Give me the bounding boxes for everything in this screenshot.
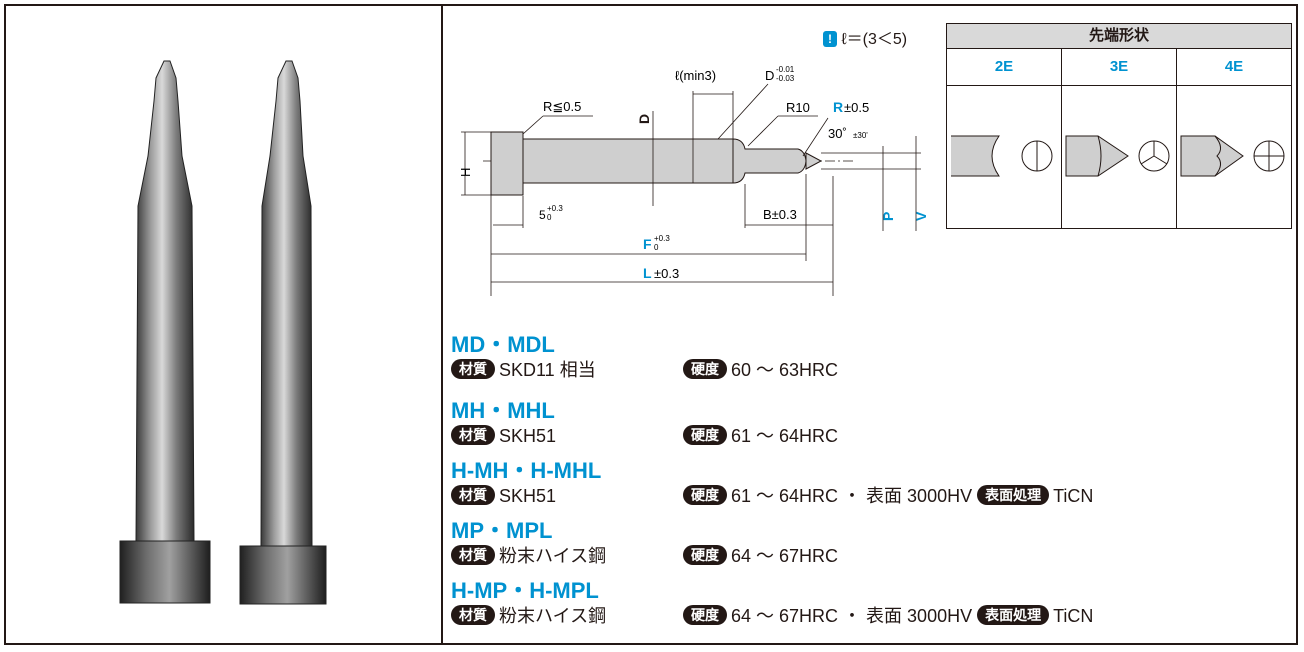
label-r: R <box>833 99 843 115</box>
material-value: SKD11 相当 <box>499 360 596 380</box>
label-r10: R10 <box>786 100 810 115</box>
label-angle-tol: ±30' <box>853 131 868 140</box>
tip-shape-3e <box>1062 86 1177 229</box>
label-v: V <box>913 211 929 221</box>
tip-col-3e: 3E <box>1062 49 1177 85</box>
length-note: ! ℓ＝(3＜5) <box>823 25 907 49</box>
label-f-tol-up: +0.3 <box>654 234 670 243</box>
label-l-tol: ±0.3 <box>654 266 679 281</box>
length-note-text: ℓ＝(3＜5) <box>841 31 908 48</box>
hardness-tag: 硬度 <box>683 485 727 505</box>
tip-4e-icon <box>1180 135 1285 177</box>
series-name: H-MH・H-MHL <box>451 458 602 483</box>
label-f-tol-lo: 0 <box>654 243 659 252</box>
label-d-dim: D <box>765 68 774 83</box>
tip-3e-icon <box>1065 135 1170 177</box>
label-b: B±0.3 <box>763 207 797 222</box>
material-tag: 材質 <box>451 545 495 565</box>
label-l-min: ℓ(min3) <box>675 68 716 83</box>
label-five: 5 <box>539 208 546 222</box>
label-h: H <box>458 168 473 177</box>
hardness-value: 64 ～ 67HRC <box>731 546 839 566</box>
tip-shape-2e <box>947 86 1062 229</box>
hardness-value: 61 ～ 64HRC ・ 表面 3000HV <box>731 486 973 506</box>
treatment-tag: 表面処理 <box>977 485 1050 505</box>
tip-col-2e: 2E <box>947 49 1062 85</box>
label-r-le: R≦0.5 <box>543 99 581 114</box>
pin-right <box>239 60 327 605</box>
treatment-value: TiCN <box>1053 486 1094 506</box>
label-p: P <box>880 212 896 221</box>
hardness-tag: 硬度 <box>683 605 727 625</box>
divider-line <box>441 6 443 643</box>
pins-illustration <box>119 60 327 605</box>
tip-shape-4e <box>1177 86 1291 229</box>
material-value: 粉末ハイス鋼 <box>499 606 607 626</box>
dimension-drawing: R≦0.5 ℓ(min3) D -0.01 -0.03 D R10 R ±0.5… <box>458 65 929 296</box>
hardness-tag: 硬度 <box>683 359 727 379</box>
label-r-tol: ±0.5 <box>844 100 869 115</box>
tip-shape-table: 先端形状 2E 3E 4E <box>946 23 1292 229</box>
material-tag: 材質 <box>451 605 495 625</box>
label-d-axis: D <box>636 114 652 124</box>
spec-area: R≦0.5 ℓ(min3) D -0.01 -0.03 D R10 R ±0.5… <box>443 6 1296 643</box>
treatment-value: TiCN <box>1053 606 1094 626</box>
series-name: H-MP・H-MPL <box>451 578 599 603</box>
hardness-tag: 硬度 <box>683 425 727 445</box>
label-f: F <box>643 236 652 252</box>
label-l: L <box>643 265 652 281</box>
series-name: MD・MDL <box>451 332 555 357</box>
material-tag: 材質 <box>451 485 495 505</box>
label-d-tol-lo: -0.03 <box>776 74 795 83</box>
label-five-tol-up: +0.3 <box>547 204 563 213</box>
material-tag: 材質 <box>451 425 495 445</box>
hardness-value: 61 ～ 64HRC <box>731 426 839 446</box>
material-value: SKH51 <box>499 426 557 446</box>
series-name: MP・MPL <box>451 518 553 543</box>
product-photo <box>6 6 441 643</box>
material-value: 粉末ハイス鋼 <box>499 546 607 566</box>
hardness-value: 60 ～ 63HRC <box>731 360 839 380</box>
tip-2e-icon <box>951 135 1053 177</box>
series-name: MH・MHL <box>451 398 555 423</box>
pin-left <box>119 60 211 604</box>
label-five-tol-lo: 0 <box>547 213 552 222</box>
material-value: SKH51 <box>499 486 557 506</box>
tip-shape-title: 先端形状 <box>947 24 1291 49</box>
notice-icon: ! <box>823 31 837 47</box>
label-angle: 30˚ <box>828 126 847 141</box>
material-tag: 材質 <box>451 359 495 379</box>
product-panel: R≦0.5 ℓ(min3) D -0.01 -0.03 D R10 R ±0.5… <box>4 4 1298 645</box>
label-d-tol-up: -0.01 <box>776 65 795 74</box>
tip-col-4e: 4E <box>1224 58 1244 75</box>
treatment-tag: 表面処理 <box>977 605 1050 625</box>
hardness-tag: 硬度 <box>683 545 727 565</box>
hardness-value: 64 ～ 67HRC ・ 表面 3000HV <box>731 606 973 626</box>
